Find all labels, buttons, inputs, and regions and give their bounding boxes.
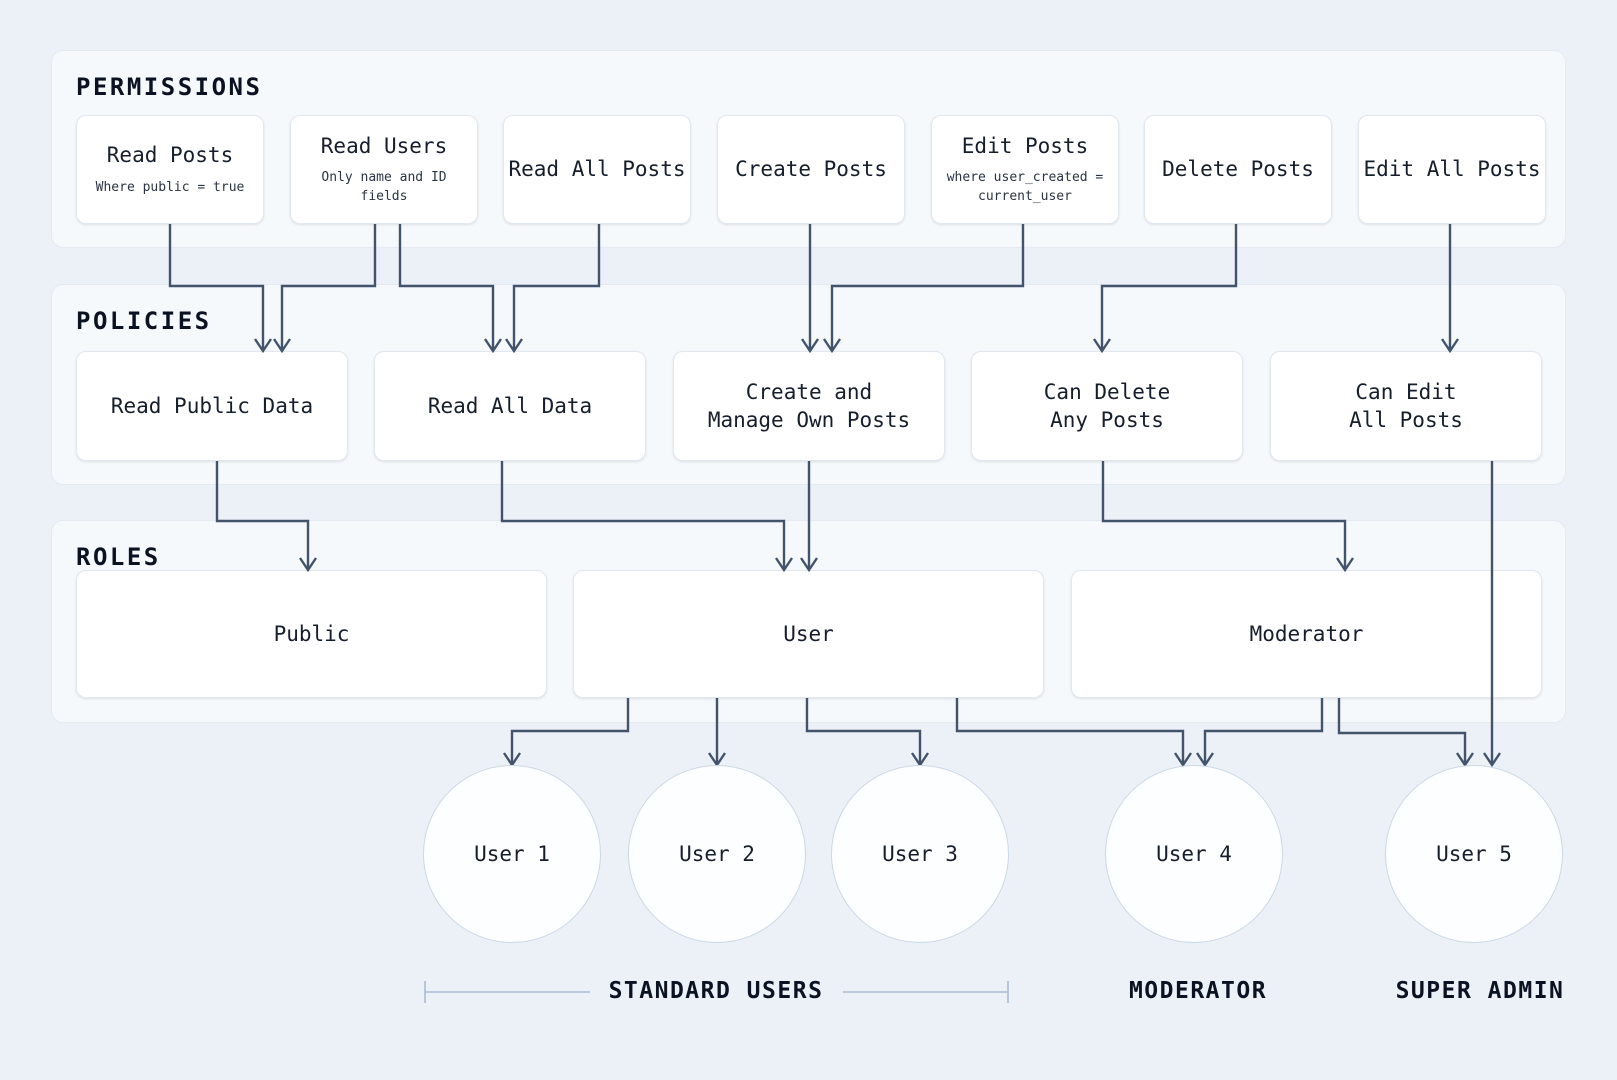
user-circle-5: User 5 (1385, 765, 1563, 943)
node-label: Public (273, 621, 350, 646)
policy-node-can-delete-any-posts: Can Delete Any Posts (971, 351, 1243, 461)
user-circle-label: User 4 (1156, 841, 1232, 866)
node-label: Delete Posts (1162, 157, 1314, 182)
arrowhead-icon (708, 752, 726, 768)
permission-node-delete-posts: Delete Posts (1144, 115, 1332, 224)
policies-section-title: POLICIES (76, 307, 212, 335)
role-node-user: User (573, 570, 1044, 698)
user-circle-label: User 5 (1436, 841, 1512, 866)
group-label-super-admin: SUPER ADMIN (1395, 978, 1565, 1004)
node-sublabel: where user_created = current_user (946, 170, 1104, 205)
node-label: Create Posts (735, 157, 887, 182)
arrowhead-icon (1456, 752, 1474, 768)
arrowhead-icon (503, 752, 521, 768)
policy-node-create-manage-own: Create and Manage Own Posts (673, 351, 945, 461)
group-label-moderator: MODERATOR (1128, 978, 1268, 1004)
user-circle-label: User 1 (474, 841, 550, 866)
arrowhead-icon (1483, 752, 1501, 768)
permission-node-edit-all-posts: Edit All Posts (1358, 115, 1546, 224)
node-label: Read Posts (106, 143, 234, 168)
node-label: Can Edit All Posts (1349, 379, 1463, 432)
user-circle-label: User 2 (679, 841, 755, 866)
user-circle-1: User 1 (423, 765, 601, 943)
node-label: Can Delete Any Posts (1043, 379, 1171, 432)
role-node-public: Public (76, 570, 547, 698)
user-circle-label: User 3 (882, 841, 958, 866)
node-label: Create and Manage Own Posts (707, 379, 911, 432)
node-label: Edit Posts (961, 133, 1089, 158)
node-label: Edit All Posts (1363, 157, 1541, 182)
arrowhead-icon (911, 752, 929, 768)
role-node-moderator: Moderator (1071, 570, 1542, 698)
node-label: Read Public Data (110, 393, 314, 418)
node-label: User (783, 621, 834, 646)
user-circle-2: User 2 (628, 765, 806, 943)
node-label: Read All Posts (508, 157, 686, 182)
roles-section-title: ROLES (76, 543, 161, 571)
node-sublabel: Only name and ID fields (321, 170, 447, 205)
permissions-section-title: PERMISSIONS (76, 73, 263, 101)
policy-node-read-public-data: Read Public Data (76, 351, 348, 461)
node-label: Read All Data (427, 393, 593, 418)
permission-node-edit-posts: Edit Posts where user_created = current_… (931, 115, 1119, 224)
permission-node-read-posts: Read Posts Where public = true (76, 115, 264, 224)
permission-node-read-all-posts: Read All Posts (503, 115, 691, 224)
group-label-standard-users: STANDARD USERS (608, 978, 824, 1004)
node-label: Read Users (320, 133, 448, 158)
user-circle-3: User 3 (831, 765, 1009, 943)
arrowhead-icon (1174, 752, 1192, 768)
policy-node-read-all-data: Read All Data (374, 351, 646, 461)
policy-node-can-edit-all-posts: Can Edit All Posts (1270, 351, 1542, 461)
user-circle-4: User 4 (1105, 765, 1283, 943)
permission-node-create-posts: Create Posts (717, 115, 905, 224)
arrowhead-icon (1196, 752, 1214, 768)
permission-node-read-users: Read Users Only name and ID fields (290, 115, 478, 224)
node-label: Moderator (1249, 621, 1364, 646)
node-sublabel: Where public = true (95, 179, 245, 195)
